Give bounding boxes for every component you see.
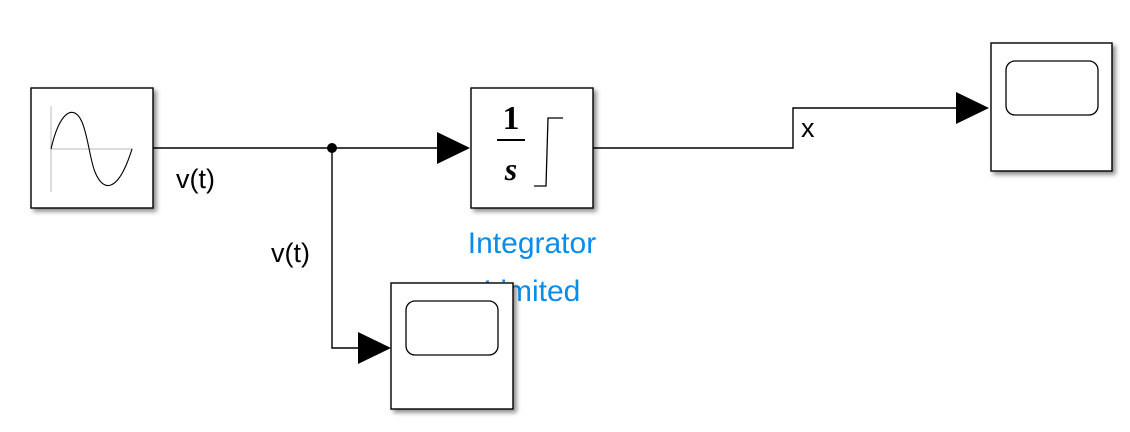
signal-lines [153, 107, 960, 349]
scope-output-block[interactable] [990, 42, 1113, 172]
arrowhead-scope-output [956, 92, 989, 124]
signal-line-branch-to-scope[interactable] [331, 148, 362, 349]
scope-input-block[interactable] [390, 282, 514, 410]
signal-line-integrator-to-scope[interactable] [593, 107, 960, 149]
branch-point[interactable] [327, 143, 337, 153]
signal-label-branch: v(t) [271, 238, 310, 268]
arrowhead-integrator-input [437, 132, 470, 164]
integrator-denominator: s [504, 151, 517, 187]
saturation-limit-icon [534, 117, 563, 187]
integrator-numerator: 1 [503, 100, 520, 137]
scope-screen-icon [405, 300, 499, 356]
arrowhead-scope-input [358, 332, 391, 364]
sine-wave-block[interactable] [30, 87, 154, 209]
signal-label-output: x [801, 113, 815, 143]
signal-label-main: v(t) [176, 164, 215, 194]
sine-wave-icon [50, 106, 133, 192]
integrator-name-line1: Integrator [468, 227, 596, 260]
scope-screen-icon [1005, 60, 1099, 116]
integrator-limited-block[interactable]: 1 s [470, 87, 594, 209]
